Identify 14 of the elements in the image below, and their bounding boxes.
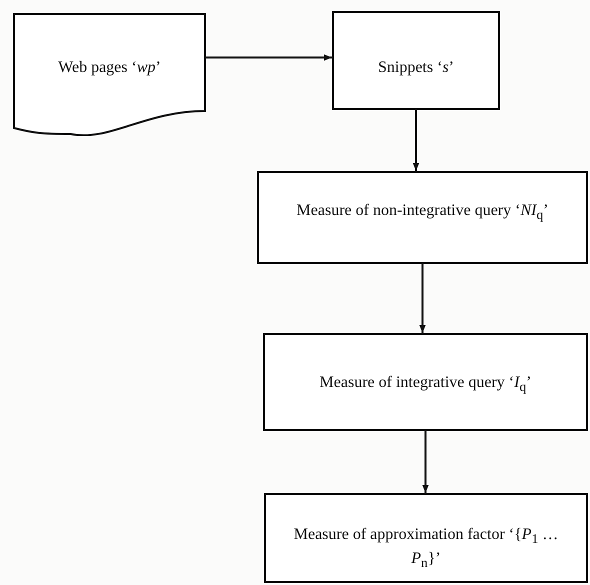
- node-label: Snippets ‘s’: [378, 58, 454, 78]
- process-box: [264, 493, 588, 583]
- process-box: [257, 171, 588, 264]
- document-shape: [13, 13, 206, 136]
- process-box: [332, 11, 500, 110]
- process-box: [263, 333, 588, 431]
- arrow: [412, 110, 420, 171]
- node-label: Web pages ‘wp’: [58, 58, 161, 78]
- arrow: [422, 431, 429, 493]
- arrow: [206, 54, 332, 61]
- node-label: Measure of non-integrative query ‘NI$_{q}$’: [296, 201, 548, 224]
- arrow: [419, 264, 426, 333]
- node-label: Measure of approximation factor ‘{P$_{1}$ … P$_{n}$}’: [292, 525, 560, 572]
- node-label: Measure of integrative query ‘I$_{q}$’: [320, 373, 532, 396]
